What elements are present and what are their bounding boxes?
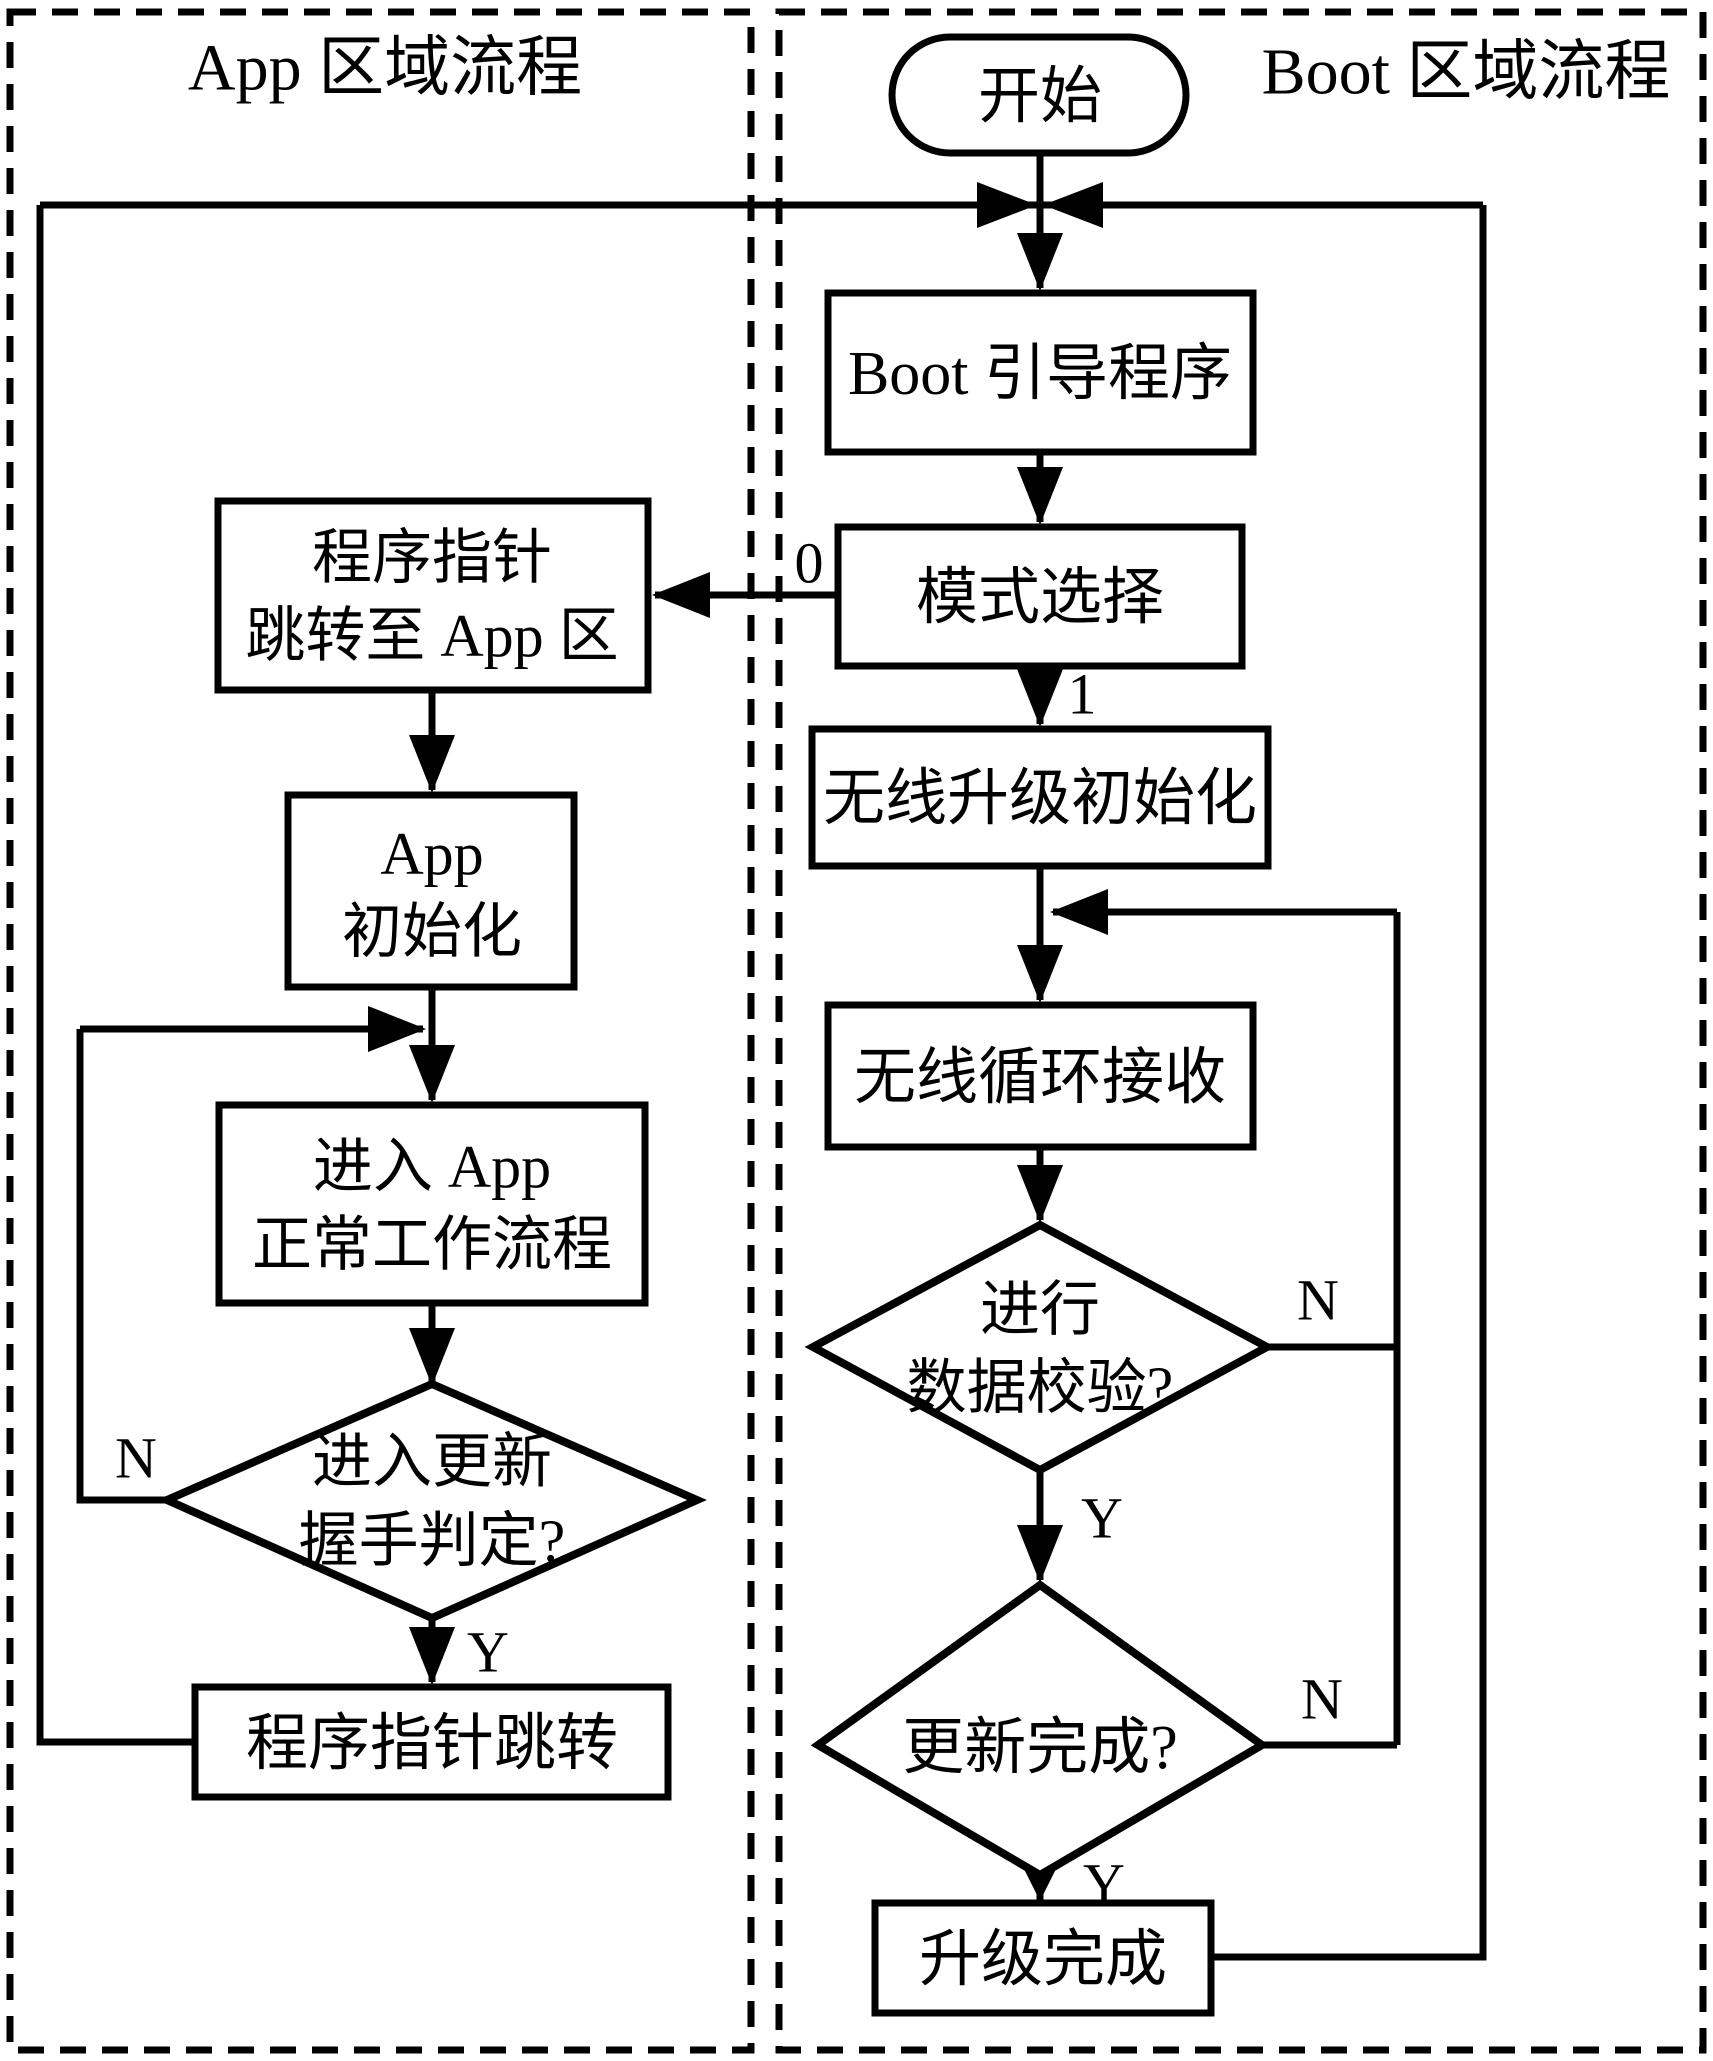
mode-select-node	[834, 523, 1246, 670]
data-check-diamond	[804, 1220, 1276, 1475]
connector-upgrade-complete-loop	[1211, 205, 1487, 1961]
update-complete-diamond	[810, 1580, 1270, 1880]
label-data-check-yes: Y	[1081, 1486, 1123, 1551]
pointer-jump-to-app-line2: 跳转至 App 区	[245, 603, 618, 669]
enter-app-normal-line2: 正常工作流程	[252, 1212, 612, 1278]
start-label: 开始	[978, 63, 1102, 131]
pointer-jump-label: 程序指针跳转	[246, 1710, 618, 1778]
label-data-check-no: N	[1297, 1268, 1339, 1333]
data-check-label-line1: 进行	[980, 1277, 1100, 1343]
update-handshake-line2: 握手判定?	[299, 1508, 566, 1574]
update-handshake-diamond	[157, 1379, 707, 1623]
wireless-upgrade-init-label: 无线升级初始化	[823, 765, 1257, 833]
arrowhead-into-bootloader	[1017, 233, 1063, 291]
enter-app-normal-line1: 进入 App	[313, 1134, 551, 1200]
wireless-loop-receive-node	[824, 1001, 1257, 1151]
start-node	[888, 33, 1190, 157]
arrowhead-into-modeselect	[1017, 467, 1063, 525]
arrowhead-zero-into-ptrjumpapp	[652, 572, 710, 618]
app-region-title: App 区域流程	[188, 32, 582, 105]
arrowhead-into-handshake	[409, 1328, 455, 1386]
boot-region-title: Boot 区域流程	[1262, 36, 1671, 109]
pointer-jump-to-app-node	[214, 497, 652, 694]
connector-n-branches-merge	[1262, 912, 1401, 1749]
pointer-jump-node	[191, 1683, 672, 1801]
wireless-loop-receive-label: 无线循环接收	[854, 1044, 1226, 1112]
pointer-jump-to-app-line1: 程序指针	[312, 525, 552, 591]
arrowhead-into-enterapp	[409, 1045, 455, 1103]
boot-region-border	[775, 8, 1707, 2054]
boot-loader-label: Boot 引导程序	[848, 340, 1232, 408]
arrowhead-into-receive	[1017, 945, 1063, 1003]
app-init-node	[284, 791, 578, 991]
label-update-no: N	[1301, 1667, 1343, 1732]
app-region-border	[6, 8, 755, 2054]
upgrade-complete-label: 升级完成	[919, 1926, 1167, 1994]
label-mode-one: 1	[1068, 662, 1097, 727]
arrowhead-into-pointerjump	[409, 1627, 455, 1685]
arrowhead-handshake-loop-in	[368, 1006, 426, 1052]
app-init-line2: 初始化	[342, 899, 522, 965]
arrowhead-into-datacheck	[1017, 1165, 1063, 1223]
arrowhead-merge-from-right	[1043, 182, 1103, 228]
arrowhead-receive-loop-in	[1050, 889, 1108, 935]
update-complete-label: 更新完成?	[902, 1714, 1178, 1782]
data-check-label-line2: 数据校验?	[907, 1355, 1174, 1421]
label-handshake-yes: Y	[467, 1620, 509, 1685]
connector-handshake-no-loop	[76, 1029, 167, 1504]
arrowhead-merge-from-left	[977, 182, 1037, 228]
update-handshake-line1: 进入更新	[312, 1429, 552, 1495]
upgrade-complete-node	[871, 1899, 1215, 2017]
boot-loader-node	[824, 289, 1257, 456]
label-handshake-no: N	[115, 1426, 157, 1491]
enter-app-normal-node	[215, 1101, 649, 1307]
arrowhead-into-updatecomplete	[1017, 1525, 1063, 1583]
wireless-upgrade-init-node	[808, 725, 1272, 870]
arrowhead-into-appinit	[409, 735, 455, 793]
label-update-yes: Y	[1083, 1852, 1125, 1917]
arrowhead-one-into-init	[1017, 669, 1063, 727]
mode-select-label: 模式选择	[916, 564, 1164, 632]
connector-pointer-jump-loop	[36, 205, 195, 1746]
label-mode-zero: 0	[795, 531, 824, 596]
app-init-line1: App	[380, 821, 483, 887]
